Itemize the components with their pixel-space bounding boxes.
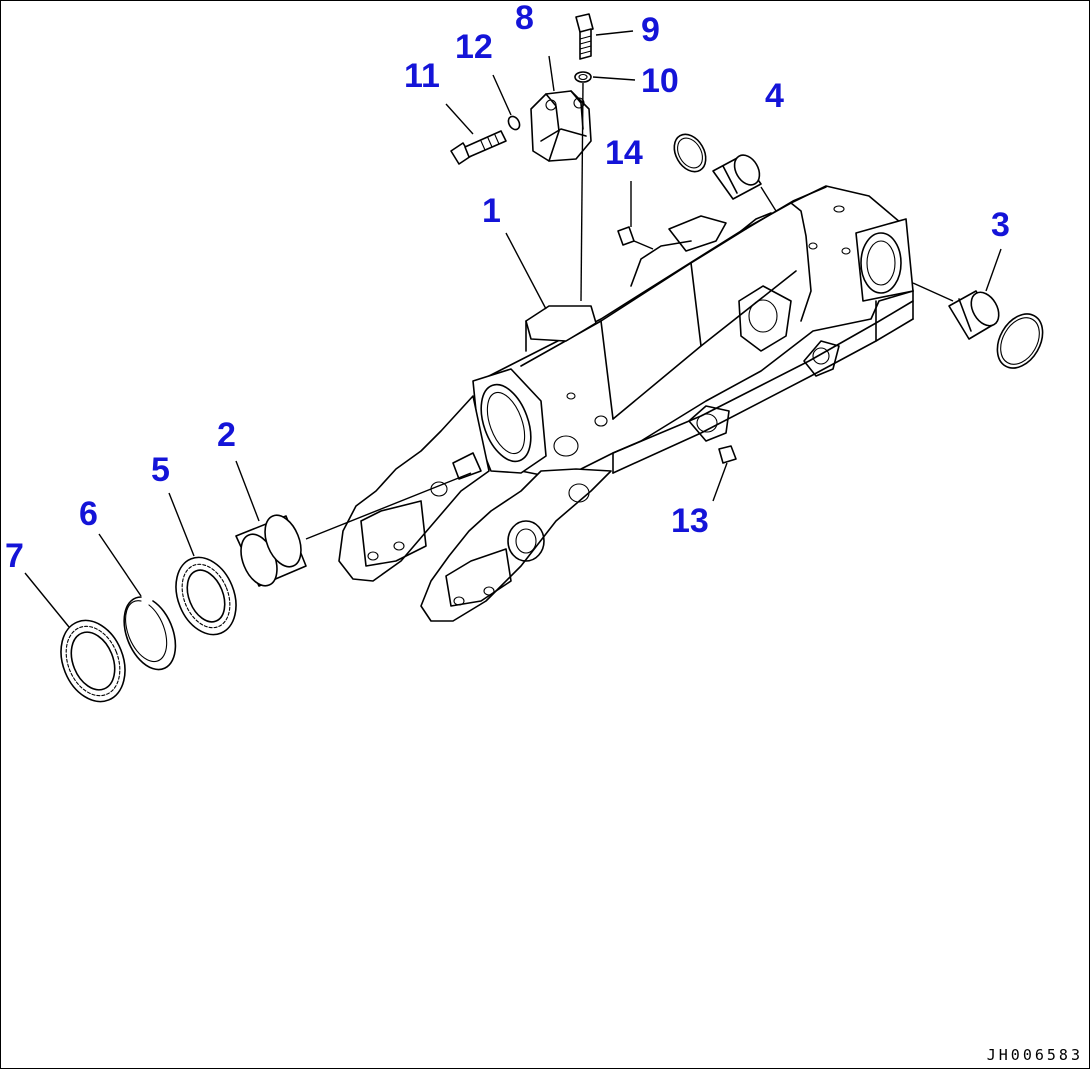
leader-7: [24, 572, 70, 628]
side-bolt-part: [445, 103, 507, 165]
leader-2: [235, 460, 260, 522]
callout-6: 6: [79, 495, 98, 533]
leader-1: [505, 232, 547, 310]
callout-14: 14: [605, 134, 643, 172]
vertical-bolt-part: [575, 13, 634, 60]
figure-code: JH006583: [986, 1046, 1083, 1064]
callout-5: 5: [151, 451, 170, 489]
callout-13: 13: [671, 502, 709, 540]
vertical-washer-part: [574, 71, 636, 302]
callout-7: 7: [5, 537, 24, 575]
callout-11: 11: [404, 57, 440, 95]
upper-bushing-part: [673, 133, 777, 212]
lower-plug-part: [712, 445, 737, 502]
outer-seal-part: [60, 619, 126, 703]
callout-1: 1: [482, 192, 501, 230]
upper-plug-part: [617, 181, 654, 250]
front-bushing-part: [235, 472, 472, 587]
callout-12: 12: [455, 28, 493, 66]
rear-bushing-part: [912, 282, 1044, 369]
seal-ring-part: [175, 556, 237, 636]
leader-5: [168, 492, 195, 557]
callout-4: 4: [765, 77, 784, 115]
leader-6: [98, 533, 142, 597]
side-washer-part: [492, 55, 555, 131]
callout-3: 3: [991, 206, 1010, 244]
snap-ring-part: [123, 596, 177, 671]
callout-8: 8: [515, 1, 534, 37]
main-frame-part: [338, 185, 914, 622]
callout-9: 9: [641, 11, 660, 49]
leader-3: [985, 248, 1002, 292]
callout-2: 2: [217, 416, 236, 454]
callout-10: 10: [641, 62, 679, 100]
